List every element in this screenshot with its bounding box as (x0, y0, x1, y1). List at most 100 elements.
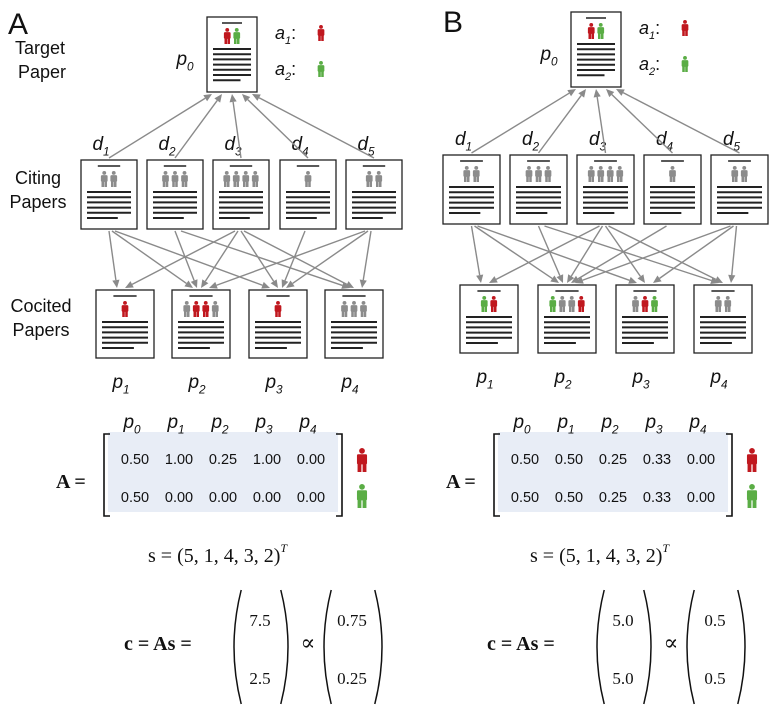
matrix-cell-r1-c0: 0.50 (511, 452, 539, 468)
matrix-cell-r2-c3: 0.00 (253, 490, 281, 506)
person-icon (463, 166, 471, 182)
citing-label-d5: d5 (357, 134, 375, 158)
arrow-d5-to-p4 (728, 225, 738, 283)
person-icon (681, 20, 689, 36)
vec2-entry-2: 0.5 (704, 669, 725, 688)
matrix-header-p2: p2 (210, 412, 229, 436)
citing-paper-d2 (146, 159, 204, 230)
citing-label-d4-sub: 4 (302, 145, 309, 158)
person-icon (681, 56, 689, 72)
citing-paper-d4 (643, 154, 702, 225)
person-icon (233, 28, 241, 44)
person-icon (360, 301, 367, 317)
cocited-label-p3-main: p (631, 367, 643, 388)
matrix-cell-r2-c1: 0.50 (555, 490, 583, 506)
author-2-label: a2: (275, 59, 296, 83)
c-equation: c = As = (487, 633, 555, 655)
arrow-d5-to-p0 (252, 94, 375, 159)
person-icon (746, 448, 758, 472)
matrix-row1-author-icon (746, 448, 758, 472)
matrix-cell-r2-c3: 0.33 (643, 490, 671, 506)
person-icon (242, 171, 250, 187)
person-icon (341, 301, 348, 317)
arrow-d3-to-p1 (489, 225, 600, 283)
cocited-label-p1-sub: 1 (487, 378, 494, 391)
matrix-header-p1-sub: 1 (568, 423, 575, 436)
target-label: Target (15, 38, 65, 58)
person-icon (365, 171, 373, 187)
matrix-header-p0: p0 (512, 412, 531, 436)
matrix-cell-r2-c1: 0.00 (165, 490, 193, 506)
vec1-entry-2: 2.5 (249, 669, 270, 688)
citing-label-d2-sub: 2 (532, 140, 540, 153)
citing-label: Citing (15, 168, 61, 188)
vec2-paren-left (686, 589, 695, 705)
citing-label-d1-main: d (455, 129, 467, 150)
proportional-symbol: ∝ (664, 630, 679, 655)
matrix-header-p2-main: p (210, 412, 222, 433)
matrix-cell-r1-c4: 0.00 (297, 452, 325, 468)
matrix-cell-r1-c3: 1.00 (253, 452, 281, 468)
cocited-label-2: Papers (12, 320, 69, 340)
citing-label-d3-main: d (589, 129, 601, 150)
arrow-d5-to-p3 (286, 230, 369, 288)
arrow-d3-to-p4 (243, 230, 354, 288)
arrow-d4-to-p3 (281, 230, 306, 288)
matrix-bracket-right (726, 433, 733, 517)
matrix-bracket-left (103, 433, 110, 517)
matrix-row1-author-icon (356, 448, 368, 472)
cocited-label-p1: p1 (475, 367, 493, 391)
arrow-d3-to-p1 (125, 230, 236, 288)
matrix-header-p3: p3 (254, 412, 273, 436)
cocited-label-p4-main: p (340, 372, 352, 393)
person-icon (587, 23, 595, 39)
person-icon (202, 301, 210, 317)
matrix-header-p0-main: p (122, 412, 134, 433)
arrow-d1-to-p2 (474, 225, 559, 283)
citing-label-d1-main: d (92, 134, 104, 155)
person-icon (223, 28, 231, 44)
matrix-header-p4-main: p (688, 412, 700, 433)
arrow-d1-to-p0 (108, 94, 212, 159)
person-icon (162, 171, 169, 187)
cocited-label-p3: p3 (264, 372, 283, 396)
person-icon (232, 171, 240, 187)
matrix-header-p3-main: p (644, 412, 656, 433)
cocited-label-p2-main: p (187, 372, 199, 393)
cocited-label-p4-sub: 4 (352, 383, 359, 396)
citing-label-d5: d5 (723, 129, 741, 153)
vec2-entry-1: 0.75 (337, 611, 367, 630)
person-icon (549, 296, 557, 312)
author-1-label: a1: (275, 23, 296, 47)
matrix-cell-r1-c2: 0.25 (209, 452, 237, 468)
panel-letter-a: A (8, 8, 28, 41)
arrow-d2-to-p0 (174, 94, 222, 159)
arrow-d1-to-p3 (114, 230, 270, 289)
arrow-d4-to-p0 (242, 94, 309, 159)
matrix-cell-r1-c2: 0.25 (599, 452, 627, 468)
citing-label-d4-main: d (656, 129, 668, 150)
citing-paper-d3 (576, 154, 635, 225)
citing-label-d1: d1 (92, 134, 109, 158)
s-vector: s = (5, 1, 4, 3, 2)T (530, 541, 670, 567)
matrix-bracket-left (493, 433, 500, 517)
person-icon (274, 301, 282, 317)
citing-label-d2-main: d (522, 129, 534, 150)
citing-label-d4: d4 (291, 134, 309, 158)
citing-label-d3: d3 (224, 134, 242, 158)
cocited-label-p2: p2 (553, 367, 572, 391)
person-icon (100, 171, 108, 187)
cocited-label-p2: p2 (187, 372, 206, 396)
person-icon (304, 171, 312, 187)
arrow-d3-to-p2 (567, 225, 604, 283)
target-paper-label-main: p (539, 44, 551, 65)
target-label-2: Paper (18, 62, 66, 82)
matrix-cell-r1-c1: 0.50 (555, 452, 583, 468)
person-icon (746, 484, 758, 508)
person-icon (375, 171, 383, 187)
target-paper-label-main: p (175, 49, 187, 70)
matrix-cell-r2-c0: 0.50 (511, 490, 539, 506)
cocited-label-p4: p4 (709, 367, 728, 391)
arrow-d4-to-p0 (606, 89, 673, 154)
cocited-label: Cocited (10, 296, 71, 316)
